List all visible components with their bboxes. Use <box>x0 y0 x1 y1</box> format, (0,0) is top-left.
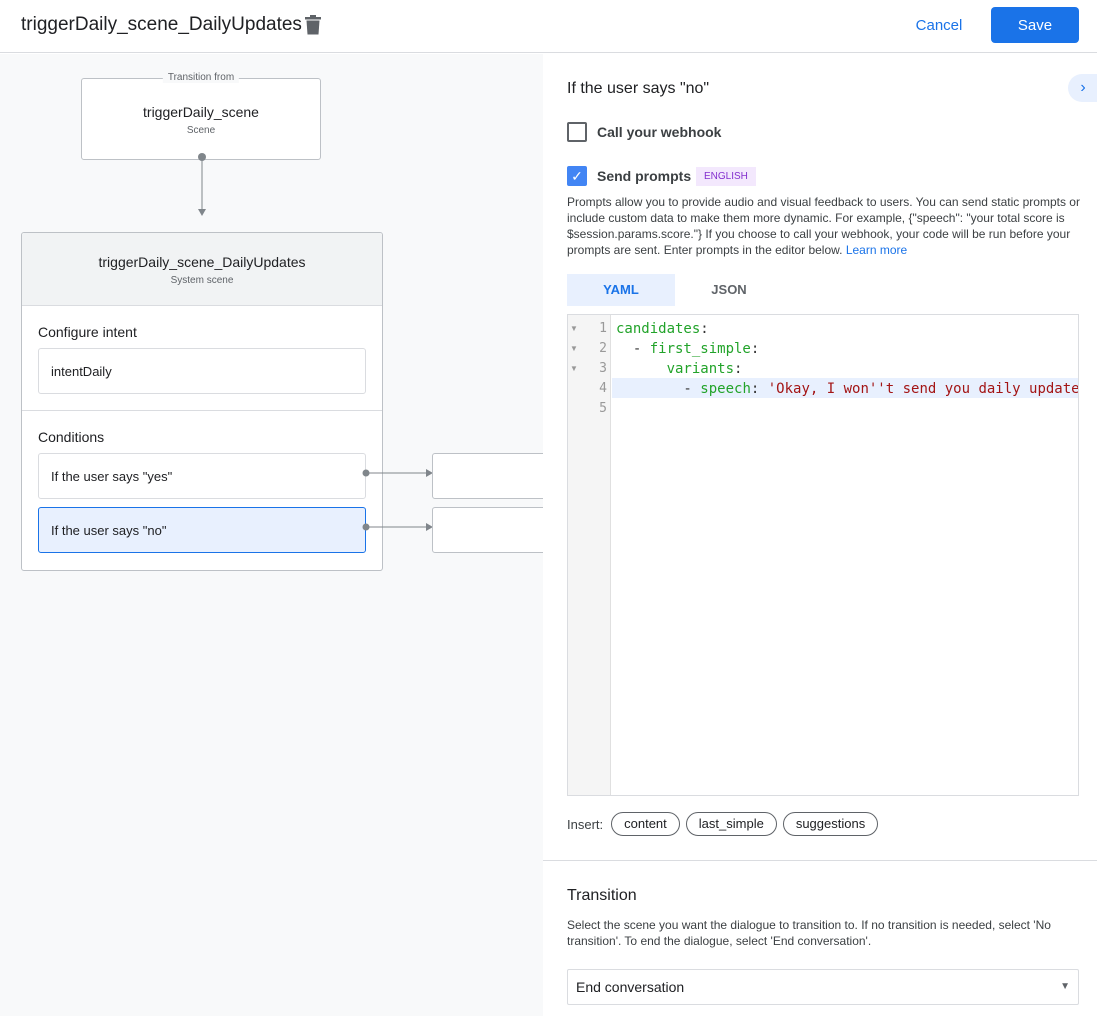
webhook-checkbox[interactable] <box>567 122 587 142</box>
tab-json[interactable]: JSON <box>711 282 747 297</box>
insert-last-simple-chip[interactable]: last_simple <box>685 812 777 836</box>
line-number: 4 <box>599 381 607 396</box>
condition-no[interactable]: If the user says "no" <box>38 507 366 553</box>
language-badge: ENGLISH <box>696 167 756 186</box>
dropdown-arrow-icon: ▼ <box>1060 981 1070 992</box>
code-line: - speech: 'Okay, I won''t send you daily… <box>616 381 1078 397</box>
learn-more-link[interactable]: Learn more <box>845 243 908 257</box>
line-number: 2 <box>599 341 607 356</box>
code-line: - first_simple: <box>616 341 760 357</box>
prompts-description: Prompts allow you to provide audio and v… <box>567 195 1080 257</box>
line-number: 1 <box>599 321 607 336</box>
chevron-right-icon[interactable]: › <box>1068 74 1097 102</box>
conditions-heading: Conditions <box>38 429 105 445</box>
transition-to-node: triggerDaily_scene_DailyUpdates System s… <box>21 232 383 571</box>
transition-from-node[interactable]: triggerDaily_scene Scene <box>81 78 321 160</box>
top-bar: triggerDaily_scene_DailyUpdates Cancel S… <box>0 0 1097 53</box>
fold-arrow-icon[interactable]: ▼ <box>570 364 578 373</box>
from-scene-name: triggerDaily_scene <box>143 104 259 120</box>
transition-description: Select the scene you want the dialogue t… <box>567 918 1051 948</box>
detail-panel: › If the user says "no" Call your webhoo… <box>543 54 1097 1016</box>
condition-connectors <box>362 469 433 531</box>
connector-arrow <box>198 153 206 216</box>
tab-yaml[interactable]: YAML <box>567 274 675 306</box>
transition-select-value: End conversation <box>576 979 685 995</box>
page-title: triggerDaily_scene_DailyUpdates <box>21 14 302 35</box>
save-button[interactable]: Save <box>991 7 1079 43</box>
line-number: 5 <box>599 401 607 416</box>
transition-from-label: Transition from <box>162 72 240 83</box>
transition-heading: Transition <box>567 887 637 904</box>
from-scene-type: Scene <box>186 125 216 136</box>
yes-target-node[interactable] <box>432 453 543 499</box>
configure-intent-heading: Configure intent <box>38 324 137 340</box>
insert-label: Insert: <box>567 816 604 832</box>
code-line: candidates: <box>616 321 709 337</box>
fold-arrow-icon[interactable]: ▼ <box>570 344 578 353</box>
to-scene-type: System scene <box>170 275 234 286</box>
line-number: 3 <box>599 361 607 376</box>
cancel-button[interactable]: Cancel <box>915 16 963 34</box>
insert-suggestions-chip[interactable]: suggestions <box>782 812 879 836</box>
insert-content-chip[interactable]: content <box>611 812 680 836</box>
code-editor[interactable]: ▼ ▼ ▼ 1 2 3 4 5 candidates: - first_simp… <box>567 314 1079 796</box>
flow-canvas: triggerDaily_scene Scene Transition from… <box>0 54 543 1016</box>
trash-icon[interactable] <box>305 15 321 35</box>
code-line: variants: <box>666 361 743 377</box>
intent-field[interactable]: intentDaily <box>38 348 366 394</box>
transition-select[interactable]: End conversation ▼ <box>567 969 1079 1005</box>
no-target-node[interactable] <box>432 507 543 553</box>
fold-arrow-icon[interactable]: ▼ <box>570 324 578 333</box>
send-prompts-checkbox[interactable]: ✓ <box>567 166 587 186</box>
webhook-label: Call your webhook <box>597 124 722 140</box>
condition-yes[interactable]: If the user says "yes" <box>38 453 366 499</box>
panel-heading: If the user says "no" <box>567 80 710 97</box>
to-scene-name: triggerDaily_scene_DailyUpdates <box>98 254 306 270</box>
send-prompts-label: Send prompts <box>597 168 692 184</box>
